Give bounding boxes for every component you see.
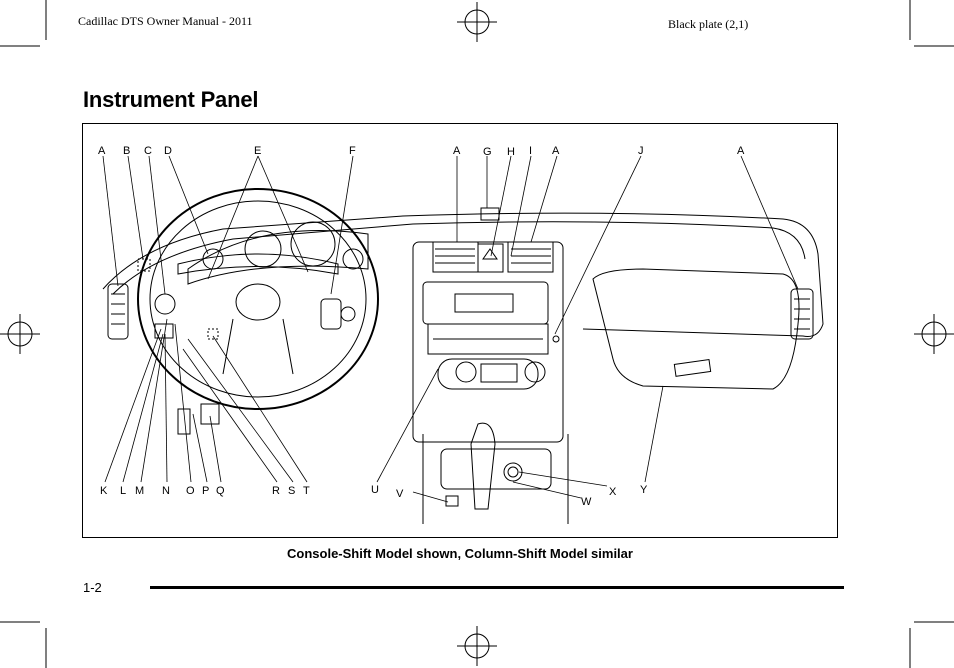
footer-rule [150, 586, 844, 589]
callout-k: K [100, 485, 108, 497]
callout-p: P [202, 485, 209, 497]
registration-mark-left [0, 314, 40, 354]
callout-d: D [164, 145, 172, 157]
callout-i: I [529, 145, 532, 157]
instrument-panel-figure: A B C D E F A G H I A J A K L M N O P Q … [82, 123, 838, 538]
plate-header: Black plate (2,1) [668, 17, 749, 31]
callout-e: E [254, 145, 261, 157]
callout-f: F [349, 145, 356, 157]
callout-m: M [135, 485, 144, 497]
callout-j: J [638, 145, 644, 157]
callout-t: T [303, 485, 310, 497]
callout-a1: A [98, 145, 106, 157]
instrument-panel-illustration: A B C D E F A G H I A J A K L M N O P Q … [98, 145, 824, 524]
callout-b: B [123, 145, 130, 157]
callout-q: Q [216, 485, 225, 497]
callout-x: X [609, 486, 617, 498]
manual-header: Cadillac DTS Owner Manual - 2011 [78, 14, 253, 28]
registration-mark-top [457, 2, 497, 42]
callout-g: G [483, 146, 492, 158]
page-title: Instrument Panel [83, 87, 259, 112]
callout-n: N [162, 485, 170, 497]
callout-y: Y [640, 484, 648, 496]
registration-mark-bottom [457, 626, 497, 666]
callout-u: U [371, 484, 379, 496]
registration-mark-right [914, 314, 954, 354]
callout-s: S [288, 485, 295, 497]
callout-w: W [581, 496, 592, 508]
callout-o: O [186, 485, 195, 497]
callout-c: C [144, 145, 152, 157]
callout-a3: A [552, 145, 560, 157]
callout-a4: A [737, 145, 745, 157]
page-number: 1-2 [83, 580, 102, 595]
callout-a2: A [453, 145, 461, 157]
callout-h: H [507, 146, 515, 158]
callout-l: L [120, 485, 126, 497]
callout-v: V [396, 488, 404, 500]
callout-r: R [272, 485, 280, 497]
figure-caption: Console-Shift Model shown, Column-Shift … [287, 546, 633, 561]
